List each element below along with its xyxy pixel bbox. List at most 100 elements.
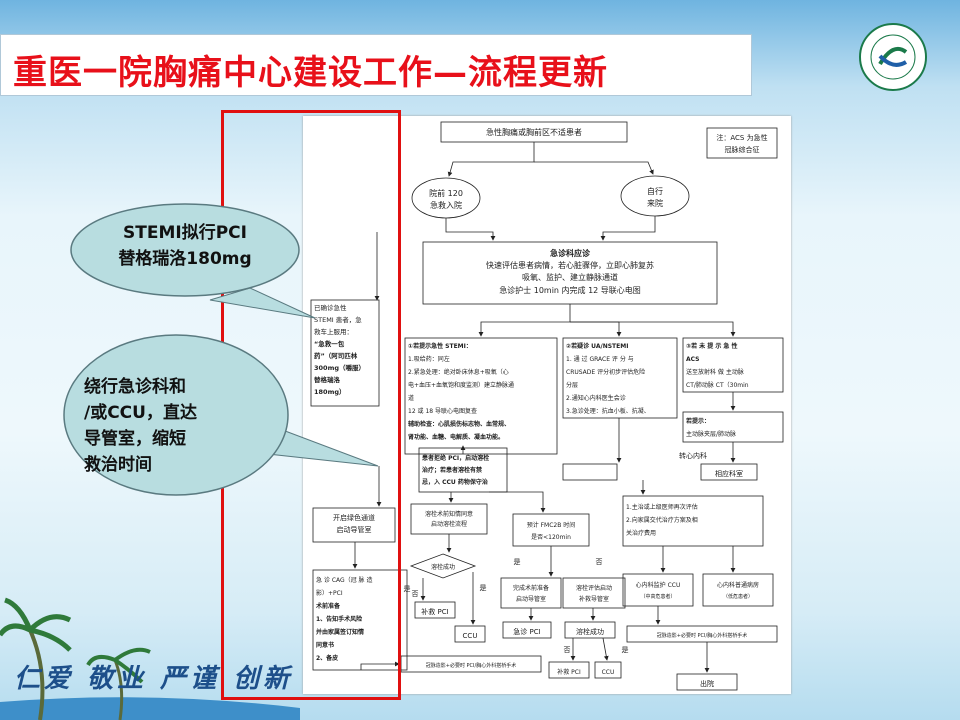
ward-line-2: （低危患者） [723, 593, 753, 600]
non-acs-line-3: 送至放射科 做 主动脉 [686, 368, 744, 376]
no-label-2: 否 [596, 558, 603, 566]
ccu-2-text: CCU [602, 669, 615, 676]
callout-stemi: STEMI拟行PCI 替格瑞洛180mg [70, 203, 316, 319]
to-cardiology-text: 转心内科 [679, 451, 707, 460]
prehospital-120-line-2: 急救入院 [430, 200, 462, 210]
dx-line-1: 已确诊急性 [314, 303, 347, 312]
prehospital-120-line-1: 院前 120 [429, 188, 463, 198]
non-acs-line-1: ③若 未 提 示 急 性 [686, 342, 738, 350]
ccu-text: CCU [463, 632, 478, 640]
consent-line-2: 启动溶栓流程 [431, 520, 467, 528]
evaluation-box [622, 495, 764, 547]
callout-bypass-line-3: 导管室，缩短 [84, 428, 186, 449]
start-text: 急性胸痛或胸前区不适患者 [486, 127, 582, 137]
lysis-success-diamond [409, 553, 477, 579]
dx-line-4: “急救一包 [314, 339, 345, 348]
green-line-1: 开启绿色通道 [333, 513, 375, 522]
callout-bypass: 绕行急诊科和 /或CCU，直达 导管室，缩短 救治时间 [63, 334, 379, 496]
dx-line-7: 替格瑞洛 [314, 375, 341, 384]
rescue-pci-2-box [548, 661, 590, 679]
fmc-line-2: 是否<120min [531, 534, 571, 541]
hint-line-1: 若提示： [686, 417, 710, 425]
prehospital-120-node [411, 177, 481, 219]
emergency-pci-box [502, 621, 552, 639]
er-line-1: 急诊科应诊 [550, 248, 591, 258]
cag-line-4: 1、告知手术风险 [316, 615, 363, 623]
slide-title: 重医一院胸痛中心建设工作—流程更新 [13, 53, 608, 93]
ccu-box-small [454, 625, 486, 643]
dx-line-2: STEMI 患者，急 [314, 315, 362, 324]
prep-line-2: 启动导管室 [516, 595, 546, 603]
nstemi-line-6: 3.急诊处理：抗血小板、抗凝、 [566, 407, 650, 415]
note-box [706, 127, 778, 159]
ccu-monitor-line-2: （中高危患者） [640, 593, 675, 600]
no-label-1: 否 [412, 590, 419, 598]
nstemi-box [562, 337, 678, 419]
er-line-2: 快速评估患者病情，若心脏骤停，立即心肺复苏 [486, 260, 654, 270]
nstemi-line-1: ②若疑诊 UA/NSTEMI [566, 342, 628, 350]
post-line-1: 溶栓评估启动 [576, 584, 612, 592]
nstemi-line-5: 2.通知心内科医生会诊 [566, 394, 626, 402]
ward-line-1: 心内科普通病房 [717, 581, 759, 589]
emergency-pci-text: 急诊 PCI [513, 627, 540, 636]
post-lysis-box [562, 577, 626, 609]
cag-line-5: 并由家属签订知情 [316, 628, 364, 636]
self-arrival-line-1: 自行 [647, 186, 663, 196]
ward-box [702, 573, 774, 607]
cag-line-2: 影）+PCI [316, 589, 343, 597]
stemi-line-4: 电+血压+血氧饱和度监测）建立静脉通 [408, 381, 514, 389]
cag-line-3: 术前准备 [316, 602, 341, 610]
angio-box [626, 625, 778, 643]
angio-box-2 [400, 655, 542, 673]
discharge-box [676, 673, 738, 691]
refuse-line-1: 患者拒绝 PCI，启动溶栓 [422, 454, 489, 462]
cag-box [312, 569, 408, 671]
green-line-2: 启动导管室 [337, 525, 372, 534]
stemi-line-5: 道 [408, 394, 414, 402]
green-channel-box [312, 507, 396, 543]
ccu-2-box [594, 661, 622, 679]
cag-line-7: 2、备皮 [316, 654, 338, 662]
footer-motto: 仁爱 敬业 严谨 创新 [14, 664, 294, 694]
fmc-line-1: 预计 FMC2B 时间 [527, 521, 576, 529]
discharge-text: 出院 [700, 679, 714, 688]
rescue-pci-text: 补救 PCI [421, 607, 448, 616]
dept-text: 相应科室 [715, 469, 743, 478]
prep-box [500, 577, 562, 609]
hospital-logo-icon [859, 23, 927, 91]
stemi-line-3: 2.紧急处理：绝对卧床休息+吸氧（心 [408, 368, 509, 376]
stemi-box [404, 337, 558, 455]
callout-bypass-line-1: 绕行急诊科和 [84, 376, 186, 397]
yes-label-4: 是 [622, 646, 629, 654]
angio-2-text: 冠脉造影+必要时 PCI/胸心外科搭桥手术 [426, 662, 516, 669]
non-acs-line-2: ACS [686, 356, 699, 363]
refuse-line-3: 忌，入 CCU 药物保守治 [422, 478, 488, 486]
fmc-box [512, 513, 590, 547]
post-line-2: 补救导管室 [579, 595, 609, 603]
stemi-line-2: 1.吸给药：同左 [408, 355, 450, 363]
er-line-3: 吸氧、监护、建立静脉通道 [522, 272, 618, 282]
title-banner: 重医一院胸痛中心建设工作—流程更新 [0, 34, 752, 96]
flow-connectors [352, 142, 736, 673]
lysis-success-2-box [564, 621, 616, 639]
non-acs-line-4: CT/肺动脉 CT（30min [686, 381, 749, 389]
lysis-success-2-text: 溶栓成功 [576, 627, 604, 636]
stemi-line-6: 12 或 18 导联心电图复查 [408, 407, 477, 415]
callout-stemi-line-2: 替格瑞洛180mg [118, 248, 251, 269]
eval-line-1: 1.主治或上级医师再次评估 [626, 503, 698, 511]
note-line-1: 注：ACS 为急性 [716, 133, 767, 142]
flowchart-document: 急性胸痛或胸前区不适患者 注：ACS 为急性 冠脉综合征 院前 120 急救入院… [303, 116, 791, 694]
dx-line-8: 180mg） [314, 388, 346, 396]
ccu-monitor-box [622, 573, 694, 607]
confirmed-stemi-box [310, 299, 380, 407]
dept-box [700, 463, 758, 481]
nstemi-line-4: 分层 [566, 381, 578, 389]
palm-tree-decoration [0, 597, 300, 720]
callout-stemi-line-1: STEMI拟行PCI [123, 222, 247, 243]
to-cardiology-box [562, 463, 618, 481]
stemi-line-7: 辅助检查：心肌损伤标志物、血常规、 [408, 420, 510, 428]
prep-line-1: 完成术前准备 [513, 584, 549, 592]
rescue-pci-box [414, 601, 456, 619]
lysis-consent-box [410, 503, 488, 535]
